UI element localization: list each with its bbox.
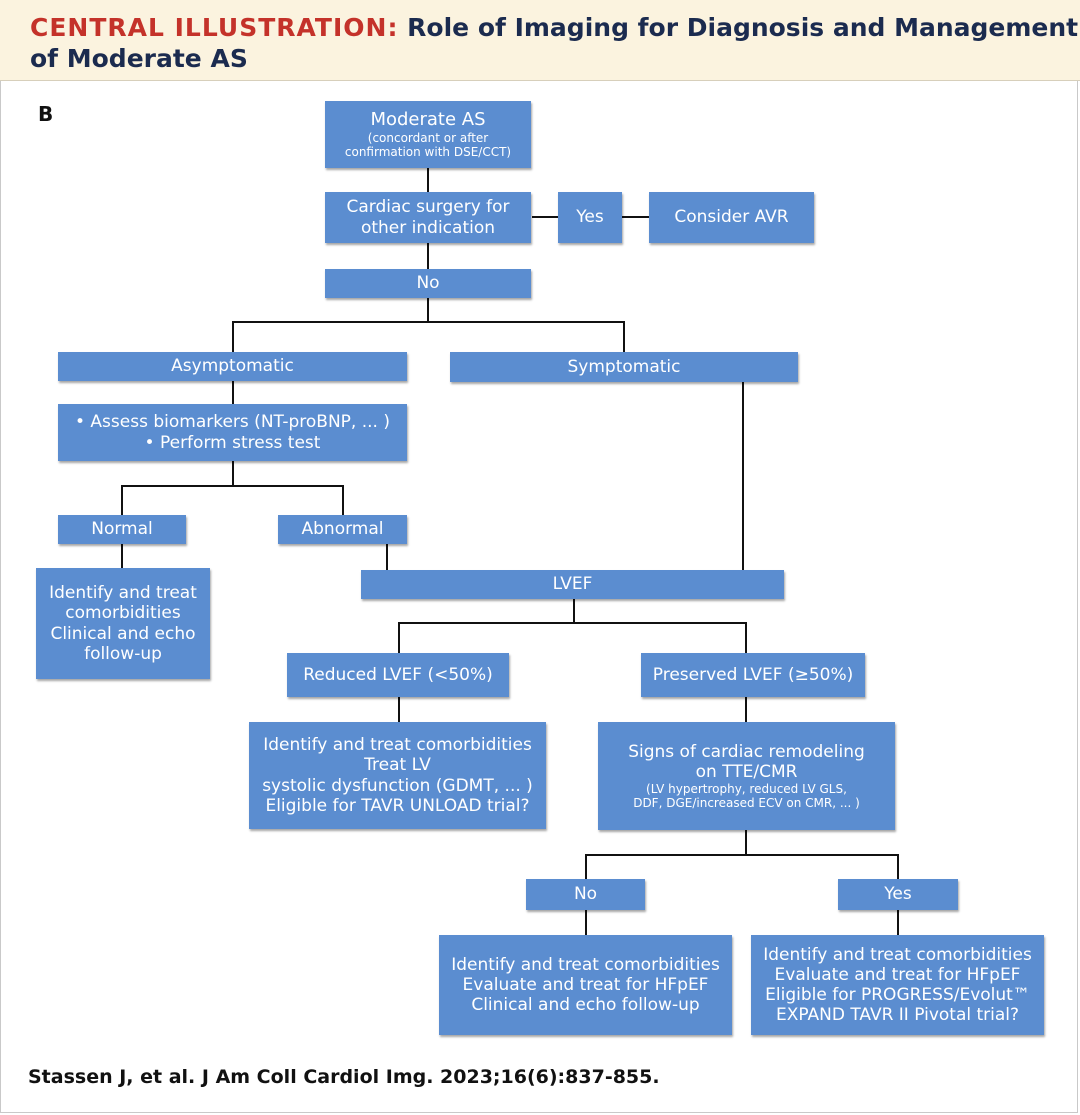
- node-yes-management: Identify and treat comorbidities Evaluat…: [751, 935, 1044, 1035]
- connector-line: [232, 321, 234, 352]
- node-reduced-mgmt-line3: systolic dysfunction (GDMT, ... ): [262, 775, 533, 796]
- central-illustration-kicker: CENTRAL ILLUSTRATION:: [30, 13, 399, 42]
- header-title-line-1: CENTRAL ILLUSTRATION: Role of Imaging fo…: [30, 13, 1078, 43]
- node-reduced-mgmt-line4: Eligible for TAVR UNLOAD trial?: [265, 795, 530, 816]
- connector-line: [342, 485, 344, 515]
- node-cardiac-remodeling: Signs of cardiac remodeling on TTE/CMR (…: [598, 722, 895, 830]
- node-cardiac-surgery-line1: Cardiac surgery for: [346, 197, 510, 218]
- node-lvef: LVEF: [361, 570, 784, 599]
- node-moderate-as-title: Moderate AS: [370, 109, 486, 131]
- connector-line: [427, 298, 429, 322]
- node-no-management: Identify and treat comorbidities Evaluat…: [439, 935, 732, 1035]
- connector-line: [745, 697, 747, 722]
- node-no-mgmt-line2: Evaluate and treat for HFpEF: [462, 974, 709, 995]
- connector-line: [427, 168, 429, 192]
- node-asymptomatic: Asymptomatic: [58, 352, 407, 381]
- connector-line: [398, 622, 747, 624]
- connector-line: [532, 216, 558, 218]
- node-identify-normal-line3: Clinical and echo: [50, 623, 196, 644]
- node-reduced-mgmt-line1: Identify and treat comorbidities: [263, 735, 532, 756]
- node-no-mgmt-line1: Identify and treat comorbidities: [451, 954, 720, 975]
- node-moderate-as-sub2: confirmation with DSE/CCT): [344, 145, 512, 160]
- connector-line: [742, 382, 744, 570]
- node-assess-line1: • Assess biomarkers (NT-proBNP, ... ): [75, 412, 390, 433]
- node-moderate-as-sub1: (concordant or after: [367, 130, 489, 145]
- node-reduced-mgmt-line2: Treat LV: [364, 755, 431, 776]
- node-preserved-lvef: Preserved LVEF (≥50%): [641, 653, 865, 697]
- node-identify-normal-line2: comorbidities: [65, 603, 181, 624]
- node-no-top: No: [325, 269, 531, 298]
- connector-line: [398, 697, 400, 722]
- node-remodeling-line2: on TTE/CMR: [695, 761, 798, 782]
- connector-line: [121, 544, 123, 568]
- node-yes-bottom: Yes: [838, 879, 958, 910]
- header-title-line-2: of Moderate AS: [30, 44, 248, 73]
- node-remodeling-sub1: (LV hypertrophy, reduced LV GLS,: [646, 781, 847, 796]
- connector-line: [386, 544, 388, 570]
- node-identify-normal: Identify and treat comorbidities Clinica…: [36, 568, 210, 679]
- connector-line: [585, 854, 899, 856]
- connector-line: [585, 854, 587, 879]
- node-no-bottom: No: [526, 879, 645, 910]
- node-symptomatic: Symptomatic: [450, 352, 798, 382]
- header-title-part-1: Role of Imaging for Diagnosis and Manage…: [407, 13, 1079, 42]
- node-assess-biomarkers: • Assess biomarkers (NT-proBNP, ... ) • …: [58, 404, 407, 461]
- node-remodeling-line1: Signs of cardiac remodeling: [628, 741, 865, 762]
- connector-line: [745, 830, 747, 855]
- node-yes-mgmt-line3: Eligible for PROGRESS/Evolut™: [765, 985, 1030, 1005]
- node-yes-top: Yes: [558, 192, 622, 243]
- connector-line: [427, 243, 429, 269]
- node-identify-normal-line4: follow-up: [84, 643, 162, 664]
- connector-line: [897, 910, 899, 935]
- node-normal: Normal: [58, 515, 186, 544]
- node-yes-mgmt-line2: Evaluate and treat for HFpEF: [774, 964, 1021, 985]
- connector-line: [897, 854, 899, 879]
- node-abnormal: Abnormal: [278, 515, 407, 544]
- node-cardiac-surgery: Cardiac surgery for other indication: [325, 192, 531, 243]
- node-no-mgmt-line3: Clinical and echo follow-up: [471, 995, 700, 1016]
- connector-line: [622, 216, 649, 218]
- node-reduced-lvef: Reduced LVEF (<50%): [287, 653, 509, 697]
- connector-line: [232, 321, 625, 323]
- node-assess-line2: • Perform stress test: [144, 432, 321, 453]
- node-reduced-management: Identify and treat comorbidities Treat L…: [249, 722, 546, 829]
- connector-line: [585, 910, 587, 935]
- connector-line: [745, 622, 747, 653]
- node-remodeling-sub2: DDF, DGE/increased ECV on CMR, ... ): [633, 796, 860, 811]
- citation: Stassen J, et al. J Am Coll Cardiol Img.…: [28, 1066, 660, 1088]
- node-consider-avr: Consider AVR: [649, 192, 814, 243]
- node-yes-mgmt-line1: Identify and treat comorbidities: [763, 944, 1032, 965]
- panel-label: B: [38, 102, 54, 126]
- node-yes-mgmt-line4: EXPAND TAVR II Pivotal trial?: [775, 1005, 1020, 1026]
- connector-line: [398, 622, 400, 653]
- node-cardiac-surgery-line2: other indication: [360, 217, 496, 238]
- node-moderate-as: Moderate AS (concordant or after confirm…: [325, 101, 531, 168]
- figure-header: CENTRAL ILLUSTRATION: Role of Imaging fo…: [0, 0, 1080, 81]
- connector-line: [573, 599, 575, 623]
- connector-line: [232, 381, 234, 404]
- connector-line: [121, 485, 344, 487]
- connector-line: [121, 485, 123, 515]
- node-identify-normal-line1: Identify and treat: [49, 583, 197, 604]
- connector-line: [623, 321, 625, 352]
- connector-line: [232, 461, 234, 486]
